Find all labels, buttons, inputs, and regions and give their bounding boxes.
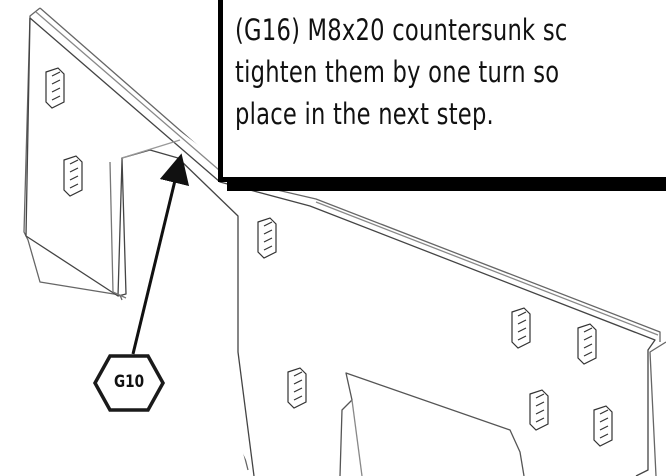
instruction-line-1: (G16) M8x20 countersunk sc — [235, 13, 568, 47]
hexagon-icon — [92, 354, 166, 412]
t-nut-icon — [529, 389, 549, 431]
arrow-icon — [131, 153, 190, 355]
instruction-line-2: tighten them by one turn so — [235, 55, 560, 89]
t-nut-icon — [287, 367, 307, 409]
t-nut-icon — [63, 155, 83, 197]
t-nut-icon — [45, 67, 65, 109]
t-nut-icon — [511, 307, 531, 349]
t-nut-icon — [577, 323, 597, 365]
t-nut-icon — [257, 217, 277, 259]
instruction-line-3: place in the next step. — [235, 97, 494, 131]
t-nut-group — [45, 67, 613, 447]
mounting-plate — [23, 7, 666, 476]
instruction-callout: (G16) M8x20 countersunk sc tighten them … — [218, 0, 666, 182]
part-label-g10: G10 — [95, 354, 163, 410]
t-nut-icon — [593, 405, 613, 447]
part-label-text: G10 — [113, 372, 145, 392]
